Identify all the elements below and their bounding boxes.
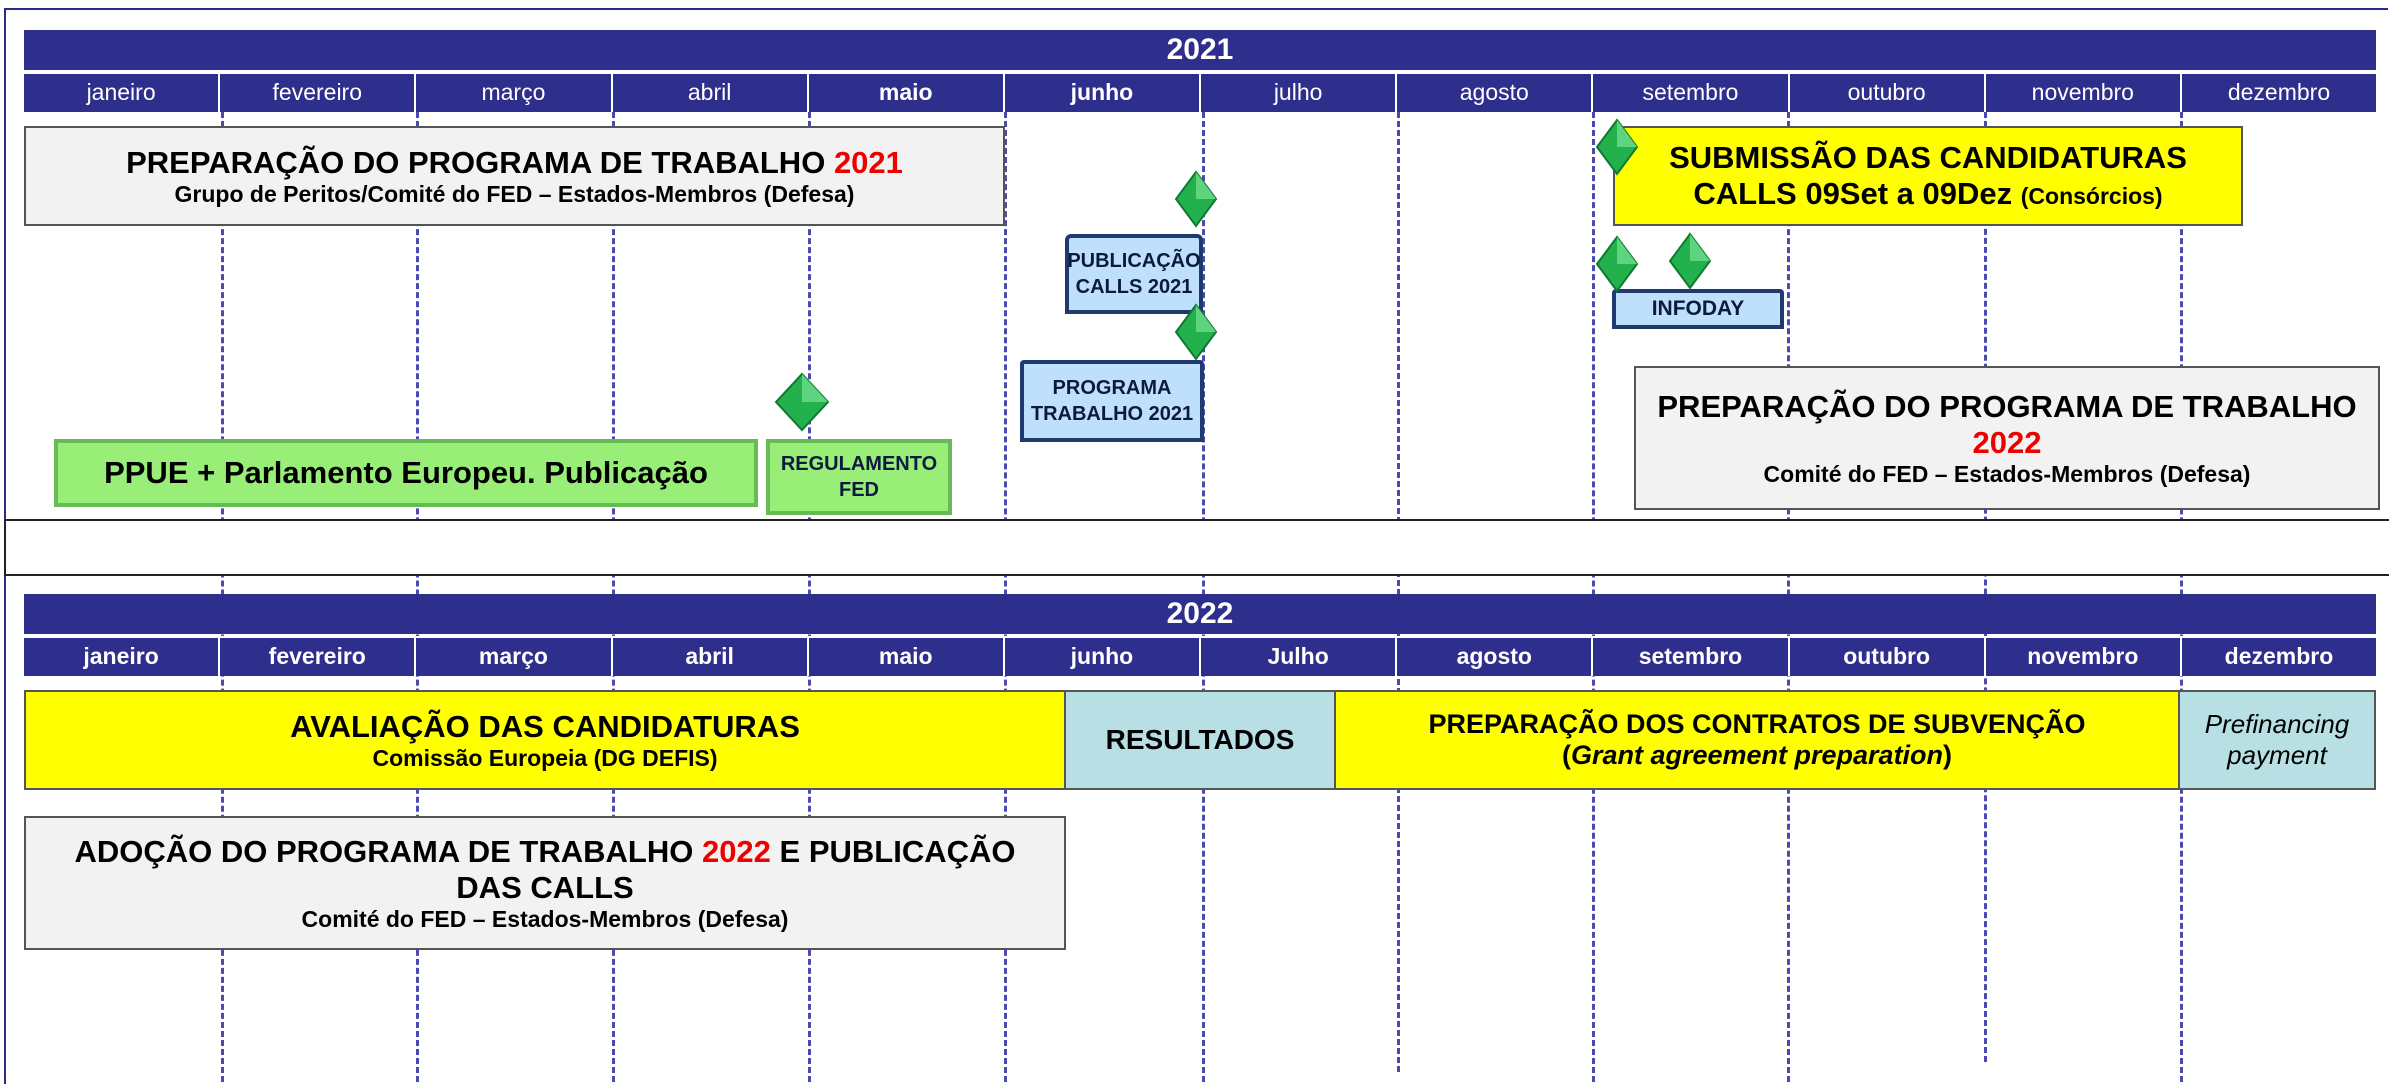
adoption-work-programme-box: ADOÇÃO DO PROGRAMA DE TRABALHO 2022 E PU… — [24, 816, 1066, 950]
ppue-label: PPUE + Parlamento Europeu. Publicação — [104, 455, 708, 490]
evaluation-applications-box: AVALIAÇÃO DAS CANDIDATURAS Comissão Euro… — [24, 690, 1066, 790]
prep-2021-title: PREPARAÇÃO DO PROGRAMA DE TRABALHO — [126, 144, 826, 180]
month-label: novembro — [1983, 638, 2180, 676]
grant-close-paren: ) — [1943, 740, 1953, 770]
month-label: maio — [806, 74, 1003, 112]
milestone-diamond-icon — [774, 372, 830, 432]
month-label: maio — [806, 638, 1003, 676]
adoption-title-c: DAS CALLS — [456, 869, 634, 905]
milestone-diamond-icon — [1595, 235, 1639, 293]
evaluation-title: AVALIAÇÃO DAS CANDIDATURAS — [290, 708, 800, 744]
prefinancing-line2: payment — [2227, 740, 2327, 770]
month-label: dezembro — [2179, 74, 2376, 112]
work-programme-2021-doc: PROGRAMA TRABALHO 2021 — [1020, 360, 1204, 442]
milestone-diamond-icon — [1174, 303, 1218, 361]
grant-title: PREPARAÇÃO DOS CONTRATOS DE SUBVENÇÃO — [1428, 709, 2086, 739]
month-label: novembro — [1983, 74, 2180, 112]
month-row-2022: janeiro fevereiro março abril maio junho… — [24, 636, 2376, 676]
prefinancing-line1: Prefinancing — [2204, 709, 2350, 739]
milestone-diamond-icon — [1174, 170, 1218, 228]
month-label: março — [414, 638, 610, 676]
adoption-title-a: ADOÇÃO DO PROGRAMA DE TRABALHO — [74, 833, 694, 869]
milestone-diamond-icon — [1595, 118, 1639, 176]
month-label: agosto — [1395, 638, 1591, 676]
month-label: Julho — [1199, 638, 1395, 676]
month-label: fevereiro — [218, 638, 414, 676]
results-label: RESULTADOS — [1105, 724, 1295, 755]
month-row-2021: janeiro fevereiro março abril maio junho… — [24, 72, 2376, 112]
publication-line1: PUBLICAÇÃO — [1067, 250, 1201, 272]
month-label: janeiro — [86, 79, 156, 105]
grant-agreement-box: PREPARAÇÃO DOS CONTRATOS DE SUBVENÇÃO (G… — [1334, 690, 2180, 790]
submission-calls-box: SUBMISSÃO DAS CANDIDATURAS CALLS 09Set a… — [1613, 126, 2243, 226]
month-label: julho — [1199, 74, 1395, 112]
regulation-line2: FED — [839, 479, 879, 501]
infoday-doc: INFODAY — [1612, 289, 1784, 329]
month-label: setembro — [1591, 74, 1787, 112]
grant-open-paren: ( — [1561, 740, 1571, 770]
prep-2022-subtitle: Comité do FED – Estados-Membros (Defesa) — [1763, 460, 2251, 487]
prep-2022-year: 2022 — [1972, 424, 2042, 460]
programme-line2: TRABALHO 2021 — [1030, 403, 1194, 425]
year-separator — [4, 519, 2389, 576]
month-label: junho — [1002, 74, 1199, 112]
results-box: RESULTADOS — [1064, 690, 1336, 790]
month-label: junho — [1002, 638, 1199, 676]
month-label: outubro — [1787, 638, 1984, 676]
grant-italic-text: Grant agreement preparation — [1570, 740, 1944, 770]
month-label: fevereiro — [218, 74, 414, 112]
prep-2022-title: PREPARAÇÃO DO PROGRAMA DE TRABALHO — [1657, 388, 2357, 424]
submission-dates: CALLS 09Set a 09Dez — [1693, 176, 2013, 211]
milestone-diamond-icon — [1668, 232, 1712, 290]
submission-title: SUBMISSÃO DAS CANDIDATURAS — [1669, 140, 2187, 175]
ppue-parliament-box: PPUE + Parlamento Europeu. Publicação — [54, 439, 758, 507]
publication-calls-2021-doc: PUBLICAÇÃO CALLS 2021 — [1065, 234, 1203, 314]
prep-2021-subtitle: Grupo de Peritos/Comité do FED – Estados… — [174, 180, 855, 207]
programme-line1: PROGRAMA — [1052, 377, 1172, 399]
month-label: janeiro — [83, 643, 159, 669]
adoption-year: 2022 — [701, 833, 771, 869]
month-label: setembro — [1591, 638, 1787, 676]
prefinancing-box: Prefinancing payment — [2178, 690, 2376, 790]
year-header-2021: 2021 — [24, 30, 2376, 70]
regulation-line1: REGULAMENTO — [780, 453, 938, 475]
adoption-title-b: E PUBLICAÇÃO — [779, 833, 1016, 869]
month-label: abril — [610, 638, 807, 676]
month-label: agosto — [1395, 74, 1591, 112]
prep-work-programme-2022: PREPARAÇÃO DO PROGRAMA DE TRABALHO 2022 … — [1634, 366, 2380, 510]
adoption-subtitle: Comité do FED – Estados-Membros (Defesa) — [301, 905, 789, 932]
prep-2021-year: 2021 — [833, 144, 903, 180]
prep-work-programme-2021: PREPARAÇÃO DO PROGRAMA DE TRABALHO 2021 … — [24, 126, 1005, 226]
month-label: março — [414, 74, 610, 112]
submission-consortia: (Consórcios) — [2020, 183, 2163, 209]
month-label: dezembro — [2179, 638, 2376, 676]
regulation-fed-doc: REGULAMENTO FED — [766, 439, 952, 515]
year-header-2022: 2022 — [24, 594, 2376, 634]
month-label: outubro — [1787, 74, 1984, 112]
publication-line2: CALLS 2021 — [1075, 276, 1193, 298]
month-label: abril — [610, 74, 807, 112]
evaluation-subtitle: Comissão Europeia (DG DEFIS) — [372, 744, 718, 771]
